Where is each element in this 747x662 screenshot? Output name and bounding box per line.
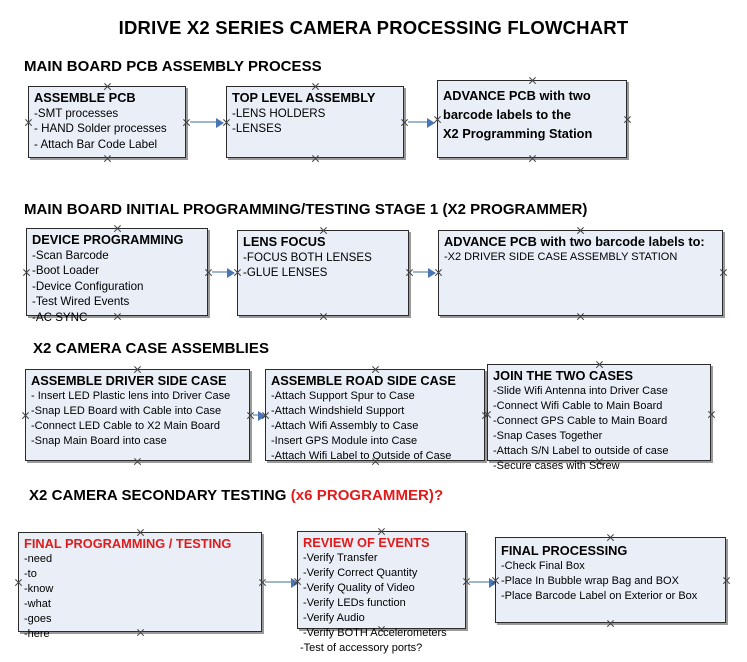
node-line: -Place Barcode Label on Exterior or Box — [501, 590, 698, 602]
node-assemble-road-side-case[interactable]: ASSEMBLE ROAD SIDE CASE -Attach Support … — [265, 369, 485, 462]
node-line: -Attach Wifi Assembly to Case — [271, 420, 419, 432]
node-assemble-driver-side-case[interactable]: ASSEMBLE DRIVER SIDE CASE - Insert LED P… — [25, 369, 250, 461]
section-header-camera-case-assemblies: X2 CAMERA CASE ASSEMBLIES — [33, 340, 270, 357]
node-line: -need — [24, 553, 53, 565]
node-title: FINAL PROGRAMMING / TESTING — [24, 536, 232, 551]
node-top-level-assembly[interactable]: TOP LEVEL ASSEMBLY -LENS HOLDERS -LENSES — [226, 86, 404, 158]
node-line: -Attach Support Spur to Case — [271, 390, 415, 402]
node-line: -SMT processes — [34, 107, 119, 120]
node-line: -Verify Quality of Video — [303, 582, 415, 594]
node-line: -here — [24, 628, 50, 640]
node-line: -Scan Barcode — [32, 249, 109, 262]
node-line: -Verify BOTH Accelerometers — [303, 627, 447, 639]
node-line: -Device Configuration — [32, 279, 144, 293]
section-header-secondary-testing: X2 CAMERA SECONDARY TESTING (x6 PROGRAMM… — [29, 487, 443, 504]
node-line: -goes — [24, 613, 52, 625]
node-line: -know — [24, 583, 54, 595]
section-header-label: X2 CAMERA SECONDARY TESTING — [29, 487, 291, 504]
node-lens-focus[interactable]: LENS FOCUS -FOCUS BOTH LENSES -GLUE LENS… — [237, 230, 409, 316]
node-title: FINAL PROCESSING — [501, 543, 628, 558]
node-line: -X2 DRIVER SIDE CASE ASSEMBLY STATION — [444, 251, 678, 263]
arrowhead-icon — [258, 411, 266, 421]
node-line: -AC SYNC — [32, 310, 88, 324]
section-header-label-red: (x6 PROGRAMMER)? — [290, 487, 444, 504]
section-header-initial-programming: MAIN BOARD INITIAL PROGRAMMING/TESTING S… — [24, 201, 588, 218]
arrowhead-icon — [216, 118, 224, 128]
node-line-overflow: -Test of accessory ports? — [300, 642, 423, 654]
node-title: DEVICE PROGRAMMING — [32, 232, 184, 247]
node-assemble-pcb[interactable]: ASSEMBLE PCB -SMT processes - HAND Solde… — [28, 86, 186, 158]
node-final-programming-testing[interactable]: FINAL PROGRAMMING / TESTING -need -to -k… — [18, 532, 262, 640]
node-line: -to — [24, 568, 37, 580]
page-title: IDRIVE X2 SERIES CAMERA PROCESSING FLOWC… — [118, 17, 629, 38]
node-line: -Snap Main Board into case — [31, 435, 167, 447]
arrowhead-icon — [291, 578, 299, 588]
node-title: ASSEMBLE PCB — [34, 90, 136, 105]
arrowhead-icon — [227, 268, 235, 278]
node-line: -Attach S/N Label to outside of case — [493, 445, 669, 457]
connector-line — [265, 581, 293, 583]
node-line: -Verify Audio — [303, 612, 365, 624]
node-title: ADVANCE PCB with two barcode labels to: — [444, 234, 705, 249]
node-line: -Verify Transfer — [303, 552, 378, 564]
node-line: -Slide Wifi Antenna into Driver Case — [493, 385, 668, 397]
node-title: REVIEW OF EVENTS — [303, 535, 430, 550]
node-line: barcode labels to the — [443, 107, 572, 122]
node-line: -Verify LEDs function — [303, 597, 406, 609]
node-line: -Snap Cases Together — [493, 430, 603, 442]
node-final-processing[interactable]: FINAL PROCESSING -Check Final Box -Place… — [495, 537, 726, 623]
connector-line — [413, 271, 431, 273]
node-title: TOP LEVEL ASSEMBLY — [232, 90, 376, 105]
node-line: -FOCUS BOTH LENSES — [243, 251, 372, 264]
node-title: LENS FOCUS — [243, 234, 326, 249]
node-line: -Connect GPS Cable to Main Board — [493, 415, 668, 427]
node-line: - Attach Bar Code Label — [34, 137, 158, 151]
node-line: -Connect LED Cable to X2 Main Board — [31, 420, 220, 432]
node-line: -LENS HOLDERS — [232, 107, 326, 120]
node-line: -Connect Wifi Cable to Main Board — [493, 400, 663, 412]
node-advance-pcb-programming-station[interactable]: ADVANCE PCB with two barcode labels to t… — [437, 80, 627, 158]
connector-line — [253, 414, 261, 416]
node-line: -Place In Bubble wrap Bag and BOX — [501, 575, 679, 587]
node-line: -Insert GPS Module into Case — [271, 435, 418, 447]
connector-line — [190, 121, 218, 123]
node-title: ASSEMBLE DRIVER SIDE CASE — [31, 373, 227, 388]
connector-line — [408, 121, 429, 123]
connector-line — [212, 271, 230, 273]
node-line: X2 Programming Station — [443, 126, 593, 141]
node-line: -LENSES — [232, 122, 282, 136]
node-title: JOIN THE TWO CASES — [493, 368, 634, 383]
node-line: -GLUE LENSES — [243, 266, 328, 280]
section-header-main-board-pcb-assembly: MAIN BOARD PCB ASSEMBLY PROCESS — [24, 58, 322, 75]
node-line: -Attach Windshield Support — [271, 405, 405, 417]
node-join-the-two-cases[interactable]: JOIN THE TWO CASES -Slide Wifi Antenna i… — [487, 364, 711, 472]
arrowhead-icon — [427, 118, 435, 128]
node-line: -Attach Wifi Label to Outside of Case — [271, 450, 452, 462]
node-line: ADVANCE PCB with two — [443, 88, 591, 103]
node-review-of-events[interactable]: REVIEW OF EVENTS -Verify Transfer -Verif… — [297, 531, 466, 654]
node-line: -Verify Correct Quantity — [303, 567, 418, 579]
node-line: -Check Final Box — [501, 560, 585, 572]
node-line: -Snap LED Board with Cable into Case — [31, 405, 222, 417]
node-line: -what — [24, 598, 51, 610]
node-line: -Secure cases with Screw — [493, 460, 620, 472]
arrowhead-icon — [489, 578, 497, 588]
node-line: - HAND Solder processes — [34, 122, 167, 136]
node-title: ASSEMBLE ROAD SIDE CASE — [271, 373, 456, 388]
arrowhead-icon — [428, 268, 436, 278]
connector-line — [469, 581, 491, 583]
node-line: -Test Wired Events — [32, 295, 130, 309]
node-line: -Boot Loader — [32, 264, 100, 278]
node-line: - Insert LED Plastic lens into Driver Ca… — [31, 390, 231, 402]
node-device-programming[interactable]: DEVICE PROGRAMMING -Scan Barcode -Boot L… — [26, 228, 208, 324]
node-advance-pcb-driver-side-station[interactable]: ADVANCE PCB with two barcode labels to: … — [438, 230, 723, 316]
